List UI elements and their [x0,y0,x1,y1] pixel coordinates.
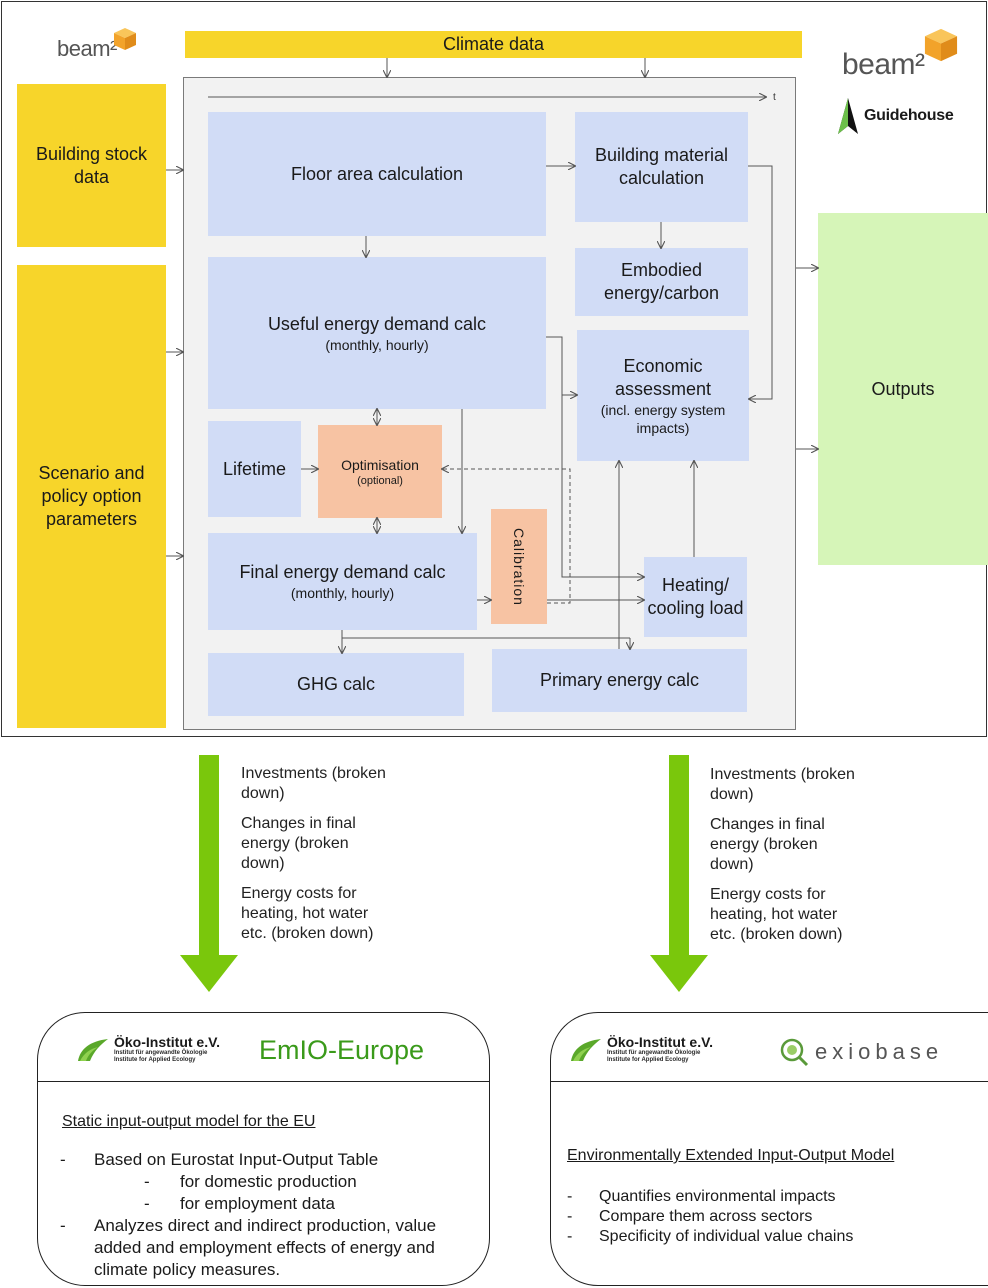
economic-sublabel: (incl. energy system impacts) [600,401,726,436]
building-stock-input: Building stock data [17,84,166,247]
climate-data-label: Climate data [442,34,545,54]
final-energy-block: Final energy demand calc (monthly, hourl… [208,533,477,630]
optimisation-label: Optimisation [341,456,419,473]
useful-energy-block: Useful energy demand calc (monthly, hour… [208,257,546,409]
calibration-label: Calibration [511,527,527,606]
guidehouse-text: Guidehouse [864,107,954,124]
heating-cooling-block: Heating/ cooling load [644,557,747,637]
calibration-block: Calibration [491,509,547,624]
oeko-sub-2: Institute for Applied Ecology [114,1057,196,1063]
transfer-list-right: Investments (broken down) Changes in fin… [710,765,860,955]
emio-item-1a: -for domestic production [144,1172,357,1191]
useful-energy-sublabel: (monthly, hourly) [325,336,429,353]
final-energy-label: Final energy demand calc [239,562,446,582]
embodied-label: Embodied energy/carbon [603,260,720,303]
oeko-sub-1: Institut für angewandte Ökologie [114,1050,208,1056]
economic-label: Economic assessment [614,355,712,399]
scenario-input: Scenario and policy option parameters [17,265,166,728]
oeko-leaf-icon [571,1038,601,1061]
emio-subtitle: Static input-output model for the EU [62,1113,316,1130]
building-stock-label: Building stock data [35,143,148,187]
beam-logo-right-text: beam² [842,48,925,81]
embodied-block: Embodied energy/carbon [575,248,748,316]
calibration-to-optimisation-dashed [442,469,571,604]
beam-logo-left-text: beam² [57,36,117,61]
transfer-item: Changes in final energy (broken down) [241,815,356,872]
optimisation-block: Optimisation (optional) [318,425,442,518]
exiobase-header-divider [551,1081,988,1082]
guidehouse-logo: Guidehouse [838,96,968,136]
oeko-leaf-icon [78,1038,108,1061]
connector-arrows: t [166,58,988,740]
cube-icon [924,28,958,62]
exiobase-title: exiobase [815,1039,944,1064]
oeko-name: Öko-Institut e.V. [114,1034,221,1050]
useful-energy-label: Useful energy demand calc [267,313,487,334]
material-to-economic-arrow [748,165,773,399]
scenario-label: Scenario and policy option parameters [38,463,145,529]
exiobase-item-3: -Specificity of individual value chains [567,1228,854,1245]
exiobase-subtitle: Environmentally Extended Input-Output Mo… [567,1147,895,1164]
right-transfer-arrow [650,755,708,992]
transfer-item: Energy costs for heating, hot water etc.… [710,886,843,943]
ghg-label: GHG calc [296,674,375,694]
oeko-logo: Öko-Institut e.V. Institut für angewandt… [569,1035,713,1064]
beam-logo-right: beam² [842,28,962,88]
transfer-item: Investments (broken down) [710,766,855,803]
building-material-label: Building material calculation [594,145,729,188]
exiobase-box: Öko-Institut e.V. Institut für angewandt… [550,1012,988,1286]
transfer-item: Changes in final energy (broken down) [710,816,825,873]
left-transfer-arrow [180,755,238,992]
lifetime-label: Lifetime [222,458,287,479]
useful-to-economic-arrow [546,336,577,395]
floor-area-block: Floor area calculation [208,112,546,236]
climate-data-input: Climate data [185,31,802,58]
oeko-sub-1: Institut für angewandte Ökologie [607,1050,701,1056]
ghg-block: GHG calc [208,653,464,716]
emio-title: EmIO-Europe [259,1035,425,1065]
heating-cooling-label: Heating/ cooling load [647,575,744,618]
transfer-list-left: Investments (broken down) Changes in fin… [241,764,391,954]
final-energy-sublabel: (monthly, hourly) [290,585,395,601]
floor-area-label: Floor area calculation [290,163,464,184]
lifetime-block: Lifetime [208,421,301,517]
emio-item-1b: -for employment data [144,1194,335,1213]
primary-energy-block: Primary energy calc [492,649,747,712]
building-material-block: Building material calculation [575,112,748,222]
exiobase-item-2: -Compare them across sectors [567,1208,813,1225]
emio-europe-box: Öko-Institut e.V. Institut für angewandt… [37,1012,490,1286]
time-axis-label: t [773,92,776,103]
exiobase-list: -Quantifies environmental impacts -Compa… [567,1187,977,1247]
transfer-item: Energy costs for heating, hot water etc.… [241,885,374,942]
oeko-name: Öko-Institut e.V. [607,1034,714,1050]
useful-to-heating-arrow [561,395,644,577]
optimisation-sublabel: (optional) [357,474,403,487]
emio-list: -Based on Eurostat Input-Output Table -f… [60,1149,480,1281]
oeko-sub-2: Institute for Applied Ecology [607,1057,689,1063]
exiobase-logo: exiobase [779,1037,943,1067]
outputs-label: Outputs [871,378,935,399]
oeko-logo: Öko-Institut e.V. Institut für angewandt… [76,1035,220,1064]
transfer-item: Investments (broken down) [241,765,386,802]
emio-item-1: -Based on Eurostat Input-Output Table [60,1150,379,1169]
primary-energy-label: Primary energy calc [539,670,700,690]
exiobase-item-1: -Quantifies environmental impacts [567,1188,836,1205]
cube-icon [114,28,136,50]
economic-block: Economic assessment (incl. energy system… [577,330,749,461]
beam-logo-left: beam² [57,28,142,70]
outputs-block: Outputs [818,213,988,565]
guidehouse-mark-icon [838,98,858,134]
globe-icon [780,1038,809,1067]
emio-item-2: -Analyzes direct and indirect production… [60,1216,437,1279]
emio-header-divider [38,1081,489,1082]
